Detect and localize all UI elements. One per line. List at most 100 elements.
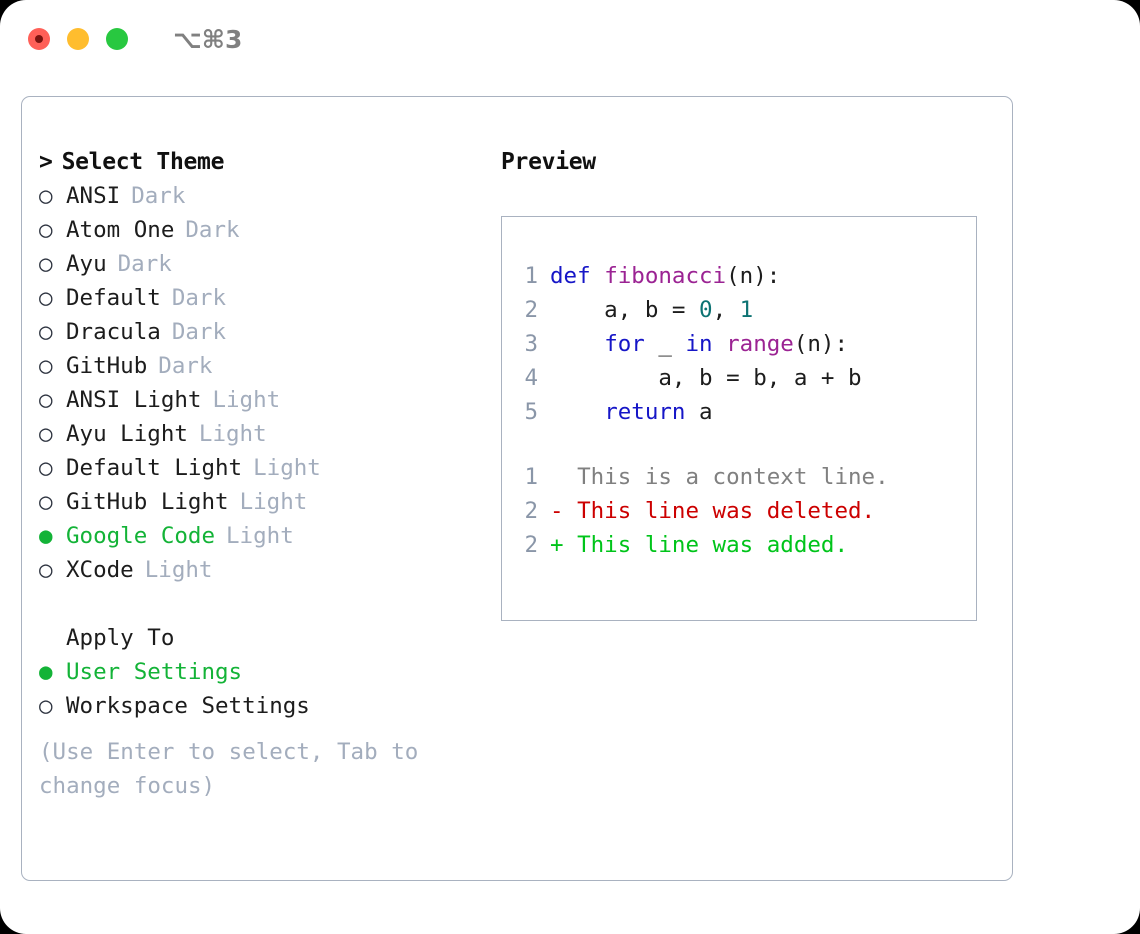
preview-title: Preview bbox=[501, 149, 596, 175]
code-token-plain bbox=[550, 331, 604, 357]
theme-option-label: Google Code bbox=[66, 523, 216, 549]
diff-gap bbox=[516, 429, 970, 460]
theme-option-label: Default Light bbox=[66, 455, 243, 481]
code-line: 4 a, b = b, a + b bbox=[516, 361, 970, 395]
diff-line: 2+ This line was added. bbox=[516, 528, 970, 562]
titlebar: ⌥⌘3 bbox=[0, 0, 1140, 78]
code-token-fn: fibonacci bbox=[604, 263, 727, 289]
radio-empty-icon[interactable]: ○ bbox=[39, 387, 53, 413]
line-number: 1 bbox=[524, 464, 538, 490]
theme-variant-badge: Light bbox=[212, 387, 281, 413]
theme-option-label: Ayu bbox=[66, 251, 107, 277]
radio-empty-icon[interactable]: ○ bbox=[39, 285, 53, 311]
section-gap bbox=[39, 587, 499, 621]
apply-to-option[interactable]: ● User Settings bbox=[39, 655, 499, 689]
radio-empty-icon[interactable]: ○ bbox=[39, 557, 53, 583]
line-number: 2 bbox=[524, 532, 538, 558]
diff-line: 1 This is a context line. bbox=[516, 460, 970, 494]
theme-variant-badge: Dark bbox=[131, 183, 186, 209]
theme-option[interactable]: ○ ANSI Light Light bbox=[39, 383, 499, 417]
theme-variant-badge: Dark bbox=[185, 217, 240, 243]
code-token-plain: , bbox=[712, 297, 740, 323]
line-number: 2 bbox=[524, 297, 538, 323]
code-line: 3 for _ in range(n): bbox=[516, 327, 970, 361]
select-theme-header: >Select Theme bbox=[39, 145, 499, 179]
line-number: 5 bbox=[524, 399, 538, 425]
select-theme-header-label: Select Theme bbox=[61, 149, 225, 175]
diff-sample: 1 This is a context line.2- This line wa… bbox=[516, 460, 970, 562]
keyboard-shortcut-label: ⌥⌘3 bbox=[173, 24, 243, 54]
theme-option-label: ANSI bbox=[66, 183, 121, 209]
radio-empty-icon[interactable]: ○ bbox=[39, 251, 53, 277]
code-token-plain bbox=[550, 399, 604, 425]
line-number: 2 bbox=[524, 498, 538, 524]
zoom-button[interactable] bbox=[106, 28, 128, 50]
radio-empty-icon[interactable]: ○ bbox=[39, 319, 53, 345]
theme-variant-badge: Light bbox=[198, 421, 267, 447]
code-token-plain: a, b = b, a + b bbox=[550, 365, 862, 391]
radio-empty-icon[interactable]: ○ bbox=[39, 693, 53, 719]
radio-empty-icon[interactable]: ○ bbox=[39, 217, 53, 243]
code-token-kw: return bbox=[604, 399, 686, 425]
theme-option[interactable]: ○ Ayu Light Light bbox=[39, 417, 499, 451]
radio-empty-icon[interactable]: ○ bbox=[39, 421, 53, 447]
line-number: 1 bbox=[524, 263, 538, 289]
radio-selected-icon[interactable]: ● bbox=[39, 659, 53, 685]
theme-option-label: Dracula bbox=[66, 319, 161, 345]
theme-option-label: Default bbox=[66, 285, 161, 311]
theme-variant-badge: Light bbox=[144, 557, 213, 583]
radio-empty-icon[interactable]: ○ bbox=[39, 183, 53, 209]
theme-option[interactable]: ○ Dracula Dark bbox=[39, 315, 499, 349]
diff-line-text: This is a context line. bbox=[550, 464, 889, 490]
radio-empty-icon[interactable]: ○ bbox=[39, 489, 53, 515]
code-token-plain bbox=[591, 263, 605, 289]
line-number: 4 bbox=[524, 365, 538, 391]
code-token-plain: a bbox=[685, 399, 713, 425]
line-number: 3 bbox=[524, 331, 538, 357]
code-token-kw: def bbox=[550, 263, 591, 289]
radio-selected-icon[interactable]: ● bbox=[39, 523, 53, 549]
code-token-punc: (n): bbox=[793, 331, 849, 357]
minimize-button[interactable] bbox=[67, 28, 89, 50]
close-button[interactable] bbox=[28, 28, 50, 50]
apply-to-list: ● User Settings ○ Workspace Settings bbox=[39, 655, 499, 723]
theme-option[interactable]: ○ ANSI Dark bbox=[39, 179, 499, 213]
code-token-num: 1 bbox=[739, 297, 754, 323]
code-token-plain bbox=[713, 331, 727, 357]
code-token-plain: a, b = bbox=[550, 297, 700, 323]
apply-to-option-label: Workspace Settings bbox=[66, 693, 310, 719]
code-token-fn: range bbox=[726, 331, 794, 357]
theme-option-label: GitHub bbox=[66, 353, 148, 379]
theme-option-label: ANSI Light bbox=[66, 387, 202, 413]
apply-to-option-label: User Settings bbox=[66, 659, 243, 685]
code-token-plain: _ bbox=[644, 331, 686, 357]
theme-variant-badge: Light bbox=[239, 489, 308, 515]
theme-variant-badge: Dark bbox=[171, 285, 227, 311]
theme-option-label: GitHub Light bbox=[66, 489, 229, 515]
apply-to-header: Apply To bbox=[66, 625, 175, 651]
keyboard-hint: (Use Enter to select, Tab to change focu… bbox=[39, 739, 419, 799]
radio-empty-icon[interactable]: ○ bbox=[39, 455, 53, 481]
theme-option[interactable]: ○ GitHub Light Light bbox=[39, 485, 499, 519]
code-token-kw: in bbox=[685, 331, 713, 357]
radio-empty-icon[interactable]: ○ bbox=[39, 353, 53, 379]
theme-option[interactable]: ○ Default Dark bbox=[39, 281, 499, 315]
theme-variant-badge: Dark bbox=[171, 319, 227, 345]
theme-option-label: Ayu Light bbox=[66, 421, 188, 447]
apply-to-option[interactable]: ○ Workspace Settings bbox=[39, 689, 499, 723]
